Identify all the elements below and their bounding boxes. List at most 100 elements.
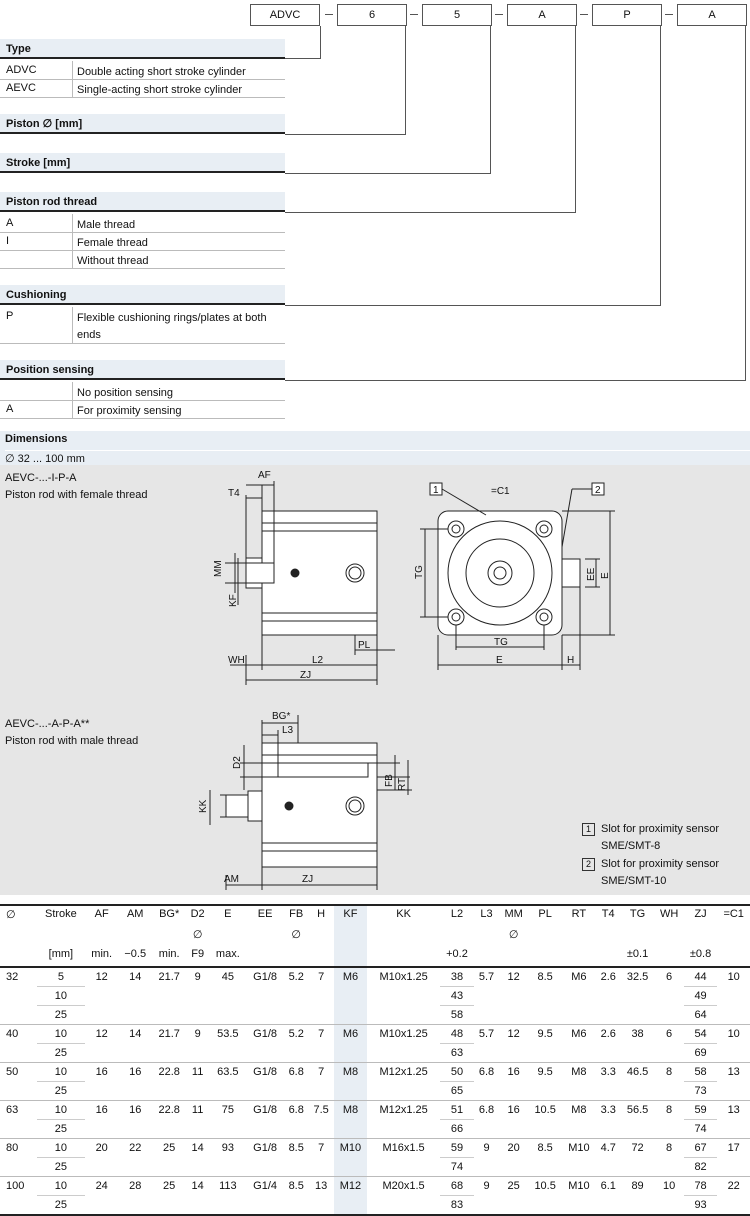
table-cell — [474, 1120, 499, 1139]
table-cell — [596, 1044, 621, 1063]
table-header-cell — [596, 926, 621, 946]
table-cell — [186, 987, 209, 1006]
table-cell — [474, 987, 499, 1006]
table-cell: 11 — [186, 1062, 210, 1082]
table-cell — [498, 1195, 529, 1216]
table-cell — [367, 1044, 440, 1063]
table-cell: 72 — [620, 1138, 655, 1158]
table-cell — [309, 1120, 334, 1139]
label-fb: FB — [384, 774, 395, 787]
view1-caption-1: AEVC-...-I-P-A — [5, 472, 77, 484]
table-cell: 50 — [439, 1062, 475, 1082]
label-zj-2: ZJ — [302, 874, 313, 885]
table-cell: 43 — [439, 986, 475, 1006]
table-cell: 100 — [0, 1176, 37, 1196]
table-cell — [562, 1120, 596, 1139]
table-cell — [562, 1082, 596, 1101]
technical-drawing: AF T4 MM KF PL WH L2 ZJ TG TG E E EE H =… — [198, 470, 615, 890]
table-cell: M20x1.5 — [367, 1176, 440, 1196]
table-cell: 6.8 — [283, 1100, 309, 1120]
table-cell — [474, 1044, 499, 1063]
table-header-cell — [0, 926, 37, 946]
table-cell: 73 — [683, 1081, 718, 1101]
table-cell — [596, 987, 621, 1006]
table-cell: 5.2 — [283, 966, 309, 987]
table-header-cell: L2 — [439, 904, 475, 926]
label-ee: EE — [586, 567, 597, 581]
table-cell: M12 — [333, 1176, 368, 1196]
table-cell — [246, 1082, 283, 1101]
table-cell: 17 — [717, 1138, 750, 1158]
table-cell: 21.7 — [152, 1024, 187, 1044]
table-cell — [209, 987, 246, 1006]
table-cell: M12x1.25 — [367, 1062, 440, 1082]
table-cell: 8.5 — [528, 966, 563, 987]
table-cell: 69 — [683, 1043, 718, 1063]
table-cell — [474, 1006, 499, 1025]
order-code-stroke: 5 — [422, 4, 492, 26]
label-zj: ZJ — [300, 670, 311, 681]
order-code-cushioning: P — [592, 4, 662, 26]
dash — [580, 14, 588, 15]
table-cell — [186, 1082, 209, 1101]
table-cell: 10 — [717, 1024, 750, 1044]
table-cell — [118, 1158, 152, 1177]
table-cell: 53.5 — [209, 1024, 247, 1044]
table-cell: 25 — [36, 1195, 86, 1216]
table-header-cell: ∅ — [291, 929, 301, 941]
table-header-cell: +0.2 — [439, 946, 475, 968]
table-header-cell: =C1 — [717, 904, 750, 926]
table-cell: 25 — [36, 1157, 86, 1177]
table-cell — [0, 987, 37, 1006]
table-cell — [717, 987, 750, 1006]
label-l2: L2 — [312, 655, 324, 666]
table-cell — [528, 1120, 562, 1139]
type-desc: Single-acting short stroke cylinder — [77, 84, 243, 96]
table-cell: 10 — [654, 1176, 684, 1196]
cushioning-row: P Flexible cushioning rings/plates at bo… — [0, 307, 285, 344]
table-cell: 40 — [0, 1024, 37, 1044]
table-cell — [654, 1158, 683, 1177]
table-cell — [654, 1006, 683, 1025]
table-cell — [717, 1120, 750, 1139]
table-cell: M6 — [562, 1024, 596, 1044]
order-code-thread: A — [507, 4, 577, 26]
table-header-cell: F9 — [186, 946, 210, 968]
table-cell: 7 — [308, 966, 334, 987]
table-header-cell — [562, 926, 596, 946]
table-cell: M8 — [333, 1062, 368, 1082]
table-cell — [717, 1195, 750, 1216]
label-af: AF — [258, 470, 271, 481]
label-slot-2: 2 — [595, 485, 601, 496]
table-cell: 16 — [85, 1062, 119, 1082]
table-cell: 9.5 — [528, 1062, 563, 1082]
table-cell: 63 — [0, 1100, 37, 1120]
type-title: Type — [0, 39, 285, 59]
table-header-cell — [309, 926, 334, 946]
table-cell: 10 — [36, 1062, 86, 1082]
table-cell — [246, 1158, 283, 1177]
view1-caption-2: Piston rod with female thread — [5, 489, 148, 501]
table-cell — [654, 987, 683, 1006]
cushioning-title: Cushioning — [0, 285, 285, 305]
table-cell — [499, 1158, 528, 1177]
table-cell — [596, 1006, 621, 1025]
table-header-cell — [654, 946, 684, 968]
table-cell — [367, 1120, 440, 1139]
table-cell: 13 — [717, 1100, 750, 1120]
table-cell: 10 — [36, 1024, 86, 1044]
table-header-cell — [246, 946, 284, 968]
label-rt: RT — [397, 778, 408, 791]
table-cell — [186, 1006, 209, 1025]
table-header-cell — [595, 946, 621, 968]
table-cell — [474, 1158, 499, 1177]
table-cell — [596, 1120, 621, 1139]
table-header-cell: RT — [562, 904, 596, 926]
thread-title: Piston rod thread — [0, 192, 285, 212]
table-cell: 6.8 — [474, 1100, 499, 1120]
cushioning-code: P — [6, 310, 14, 322]
